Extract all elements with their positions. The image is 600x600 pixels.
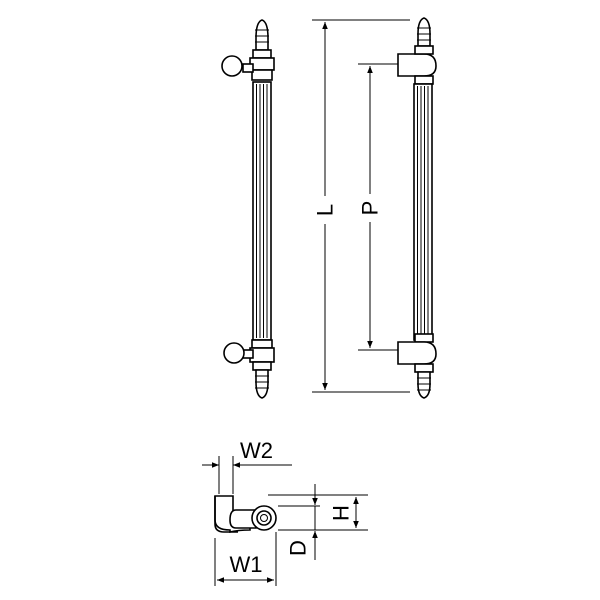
dimension-L-label: L — [313, 204, 338, 216]
side-top-bracket — [397, 45, 437, 85]
top-finial — [252, 19, 272, 59]
top-mount-knob — [221, 55, 243, 77]
dimension-H-label: H — [329, 505, 354, 521]
dimension-W1-label: W1 — [230, 552, 263, 577]
front-view-handle — [221, 19, 275, 399]
dimension-L: L — [312, 19, 410, 393]
bottom-mount-knob — [223, 342, 245, 364]
bottom-finial — [252, 361, 272, 399]
top-mount — [221, 55, 275, 81]
side-top-finial — [417, 17, 431, 47]
dimension-D-label: D — [286, 540, 311, 556]
dimension-P-label: P — [358, 201, 383, 216]
side-bottom-bracket — [397, 333, 437, 373]
dimension-W2: W2 — [202, 438, 292, 494]
bottom-mount — [223, 339, 275, 364]
dimension-W1: W1 — [214, 532, 277, 586]
side-fluted-bar — [413, 83, 433, 341]
dimension-H: H — [268, 494, 368, 531]
fluted-bar — [252, 81, 272, 341]
dimension-P: P — [358, 63, 400, 351]
side-bottom-finial — [417, 371, 431, 399]
plan-view — [214, 495, 277, 534]
dimension-W2-label: W2 — [240, 438, 273, 463]
dimension-D: D — [278, 484, 320, 560]
side-view-handle — [397, 17, 437, 399]
